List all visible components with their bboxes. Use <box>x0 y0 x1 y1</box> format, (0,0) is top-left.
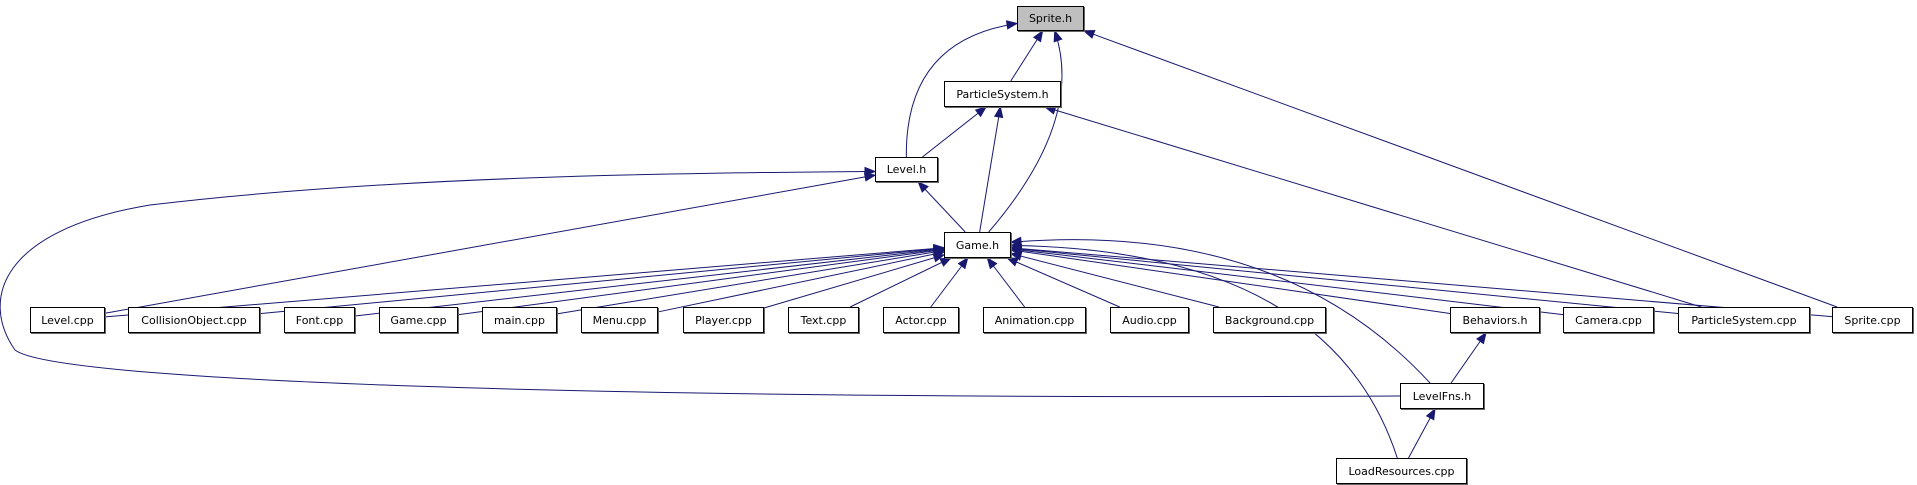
edge-background-cpp-to-game-h <box>1010 253 1220 308</box>
arrowhead-icon <box>932 253 946 263</box>
edge-game-h-to-sprite-h <box>988 30 1063 233</box>
node-text-cpp[interactable]: Text.cpp <box>788 307 859 333</box>
edge-levelfns-h-to-level-h <box>0 171 1401 398</box>
edge-game-h-to-particlesystem-h <box>979 106 1001 233</box>
node-audio-cpp[interactable]: Audio.cpp <box>1110 307 1189 333</box>
arrowhead-icon <box>1053 29 1063 43</box>
arrowhead-icon <box>917 181 929 193</box>
node-background-cpp[interactable]: Background.cpp <box>1213 307 1326 333</box>
arrowhead-icon <box>1043 105 1057 115</box>
edge-loadresources-cpp-to-game-h <box>1010 244 1398 459</box>
arrowhead-icon <box>974 106 988 118</box>
node-level-cpp[interactable]: Level.cpp <box>30 307 105 333</box>
edge-main-cpp-to-game-h <box>556 249 945 315</box>
node-actor-cpp[interactable]: Actor.cpp <box>883 307 959 333</box>
edge-player-cpp-to-game-h <box>763 254 945 309</box>
edge-sprite-cpp-to-sprite-h <box>1083 30 1838 308</box>
edge-level-cpp-to-level-h <box>104 174 876 314</box>
edge-particlesystem-cpp-to-game-h <box>1010 247 1679 315</box>
edge-audio-cpp-to-game-h <box>1007 257 1120 308</box>
node-behaviors-h[interactable]: Behaviors.h <box>1450 307 1540 333</box>
arrowhead-icon <box>986 256 998 270</box>
arrowhead-icon <box>1005 20 1019 30</box>
node-particlesystem-h[interactable]: ParticleSystem.h <box>944 81 1061 107</box>
node-levelfns-h[interactable]: LevelFns.h <box>1400 383 1484 409</box>
edge-collisionobject-cpp-to-game-h <box>259 247 945 315</box>
edge-level-h-to-particlesystem-h <box>922 106 987 158</box>
node-loadresources-cpp[interactable]: LoadResources.cpp <box>1336 458 1467 484</box>
edge-game-cpp-to-game-h <box>457 248 945 316</box>
node-animation-cpp[interactable]: Animation.cpp <box>983 307 1086 333</box>
edge-particlesystem-cpp-to-particlesystem-h <box>1045 106 1702 308</box>
arrowhead-icon <box>864 166 877 177</box>
node-font-cpp[interactable]: Font.cpp <box>284 307 355 333</box>
arrowhead-icon <box>1082 29 1096 39</box>
edge-game-h-to-level-h <box>917 181 966 233</box>
edge-levelfns-h-to-game-h <box>1010 239 1431 384</box>
edge-text-cpp-to-game-h <box>849 257 952 308</box>
arrowhead-icon <box>1476 331 1487 345</box>
edge-behaviors-h-to-game-h <box>1010 249 1451 314</box>
edge-level-cpp-to-game-h <box>104 247 945 318</box>
arrowhead-icon <box>957 256 969 270</box>
edge-menu-cpp-to-game-h <box>657 251 945 313</box>
node-collisionobject-cpp[interactable]: CollisionObject.cpp <box>128 307 260 333</box>
node-level-h[interactable]: Level.h <box>875 157 938 182</box>
arrowhead-icon <box>939 257 953 267</box>
node-sprite-h[interactable]: Sprite.h <box>1017 6 1084 31</box>
arrowhead-icon <box>1425 407 1436 421</box>
node-main-cpp[interactable]: main.cpp <box>482 307 557 333</box>
node-sprite-cpp[interactable]: Sprite.cpp <box>1832 307 1913 333</box>
edge-camera-cpp-to-game-h <box>1010 248 1564 316</box>
arrowhead-icon <box>1032 29 1044 43</box>
arrowhead-icon <box>1009 240 1022 251</box>
edge-font-cpp-to-game-h <box>354 248 945 317</box>
node-player-cpp[interactable]: Player.cpp <box>683 307 764 333</box>
arrowhead-icon <box>1006 257 1019 267</box>
node-game-h[interactable]: Game.h <box>944 232 1011 258</box>
node-camera-cpp[interactable]: Camera.cpp <box>1563 307 1654 333</box>
edge-level-h-to-sprite-h <box>905 22 1018 158</box>
node-particlesystem-cpp[interactable]: ParticleSystem.cpp <box>1678 307 1810 333</box>
node-game-cpp[interactable]: Game.cpp <box>379 307 458 333</box>
node-menu-cpp[interactable]: Menu.cpp <box>581 307 658 333</box>
arrowhead-icon <box>993 105 1004 119</box>
